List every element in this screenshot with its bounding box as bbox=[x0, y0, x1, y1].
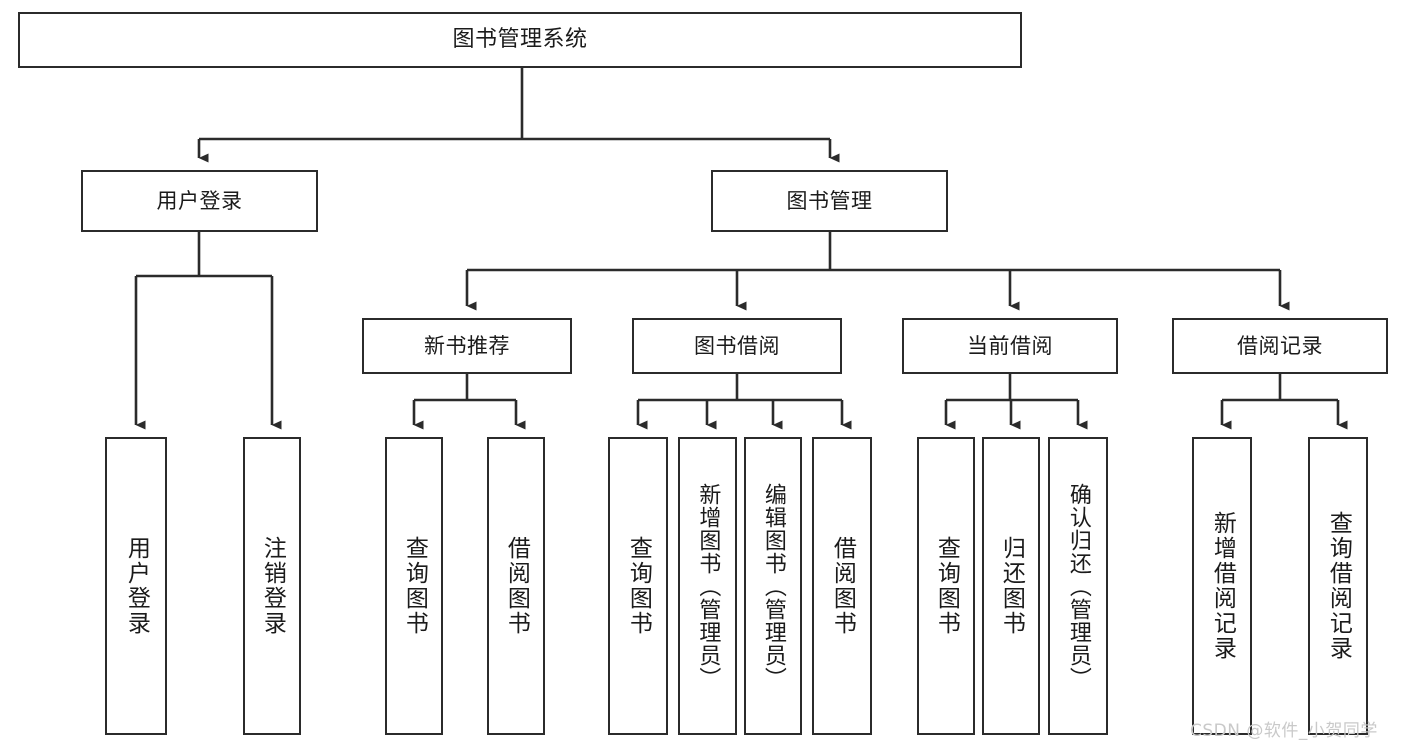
leaf-add-borrow-record[interactable]: 新增借阅记录 bbox=[1192, 437, 1252, 735]
leaf-confirm-return-admin-label: 确认归还（管理员） bbox=[1065, 482, 1091, 690]
node-borrow-record[interactable]: 借阅记录 bbox=[1172, 318, 1388, 374]
leaf-logout-label: 注销登录 bbox=[259, 536, 286, 636]
node-new-book-recommend[interactable]: 新书推荐 bbox=[362, 318, 572, 374]
node-user-login[interactable]: 用户登录 bbox=[81, 170, 318, 232]
leaf-add-book-admin[interactable]: 新增图书（管理员） bbox=[678, 437, 737, 735]
node-new-book-recommend-label: 新书推荐 bbox=[424, 333, 510, 358]
node-user-login-label: 用户登录 bbox=[156, 188, 243, 213]
leaf-return-book[interactable]: 归还图书 bbox=[982, 437, 1040, 735]
leaf-logout[interactable]: 注销登录 bbox=[243, 437, 301, 735]
leaf-add-borrow-record-label: 新增借阅记录 bbox=[1209, 511, 1236, 661]
leaf-query-borrow-record[interactable]: 查询借阅记录 bbox=[1308, 437, 1368, 735]
leaf-borrow-book-new-label: 借阅图书 bbox=[503, 536, 530, 636]
leaf-confirm-return-admin[interactable]: 确认归还（管理员） bbox=[1048, 437, 1108, 735]
node-book-management[interactable]: 图书管理 bbox=[711, 170, 948, 232]
leaf-borrow-book-label: 借阅图书 bbox=[829, 536, 856, 636]
leaf-user-login-label: 用户登录 bbox=[123, 536, 150, 636]
leaf-query-book-current[interactable]: 查询图书 bbox=[917, 437, 975, 735]
node-book-borrow[interactable]: 图书借阅 bbox=[632, 318, 842, 374]
node-current-borrow-label: 当前借阅 bbox=[967, 333, 1053, 358]
node-root[interactable]: 图书管理系统 bbox=[18, 12, 1022, 68]
leaf-query-book-borrow[interactable]: 查询图书 bbox=[608, 437, 668, 735]
leaf-borrow-book[interactable]: 借阅图书 bbox=[812, 437, 872, 735]
leaf-query-book-new[interactable]: 查询图书 bbox=[385, 437, 443, 735]
leaf-user-login[interactable]: 用户登录 bbox=[105, 437, 167, 735]
leaf-borrow-book-new[interactable]: 借阅图书 bbox=[487, 437, 545, 735]
node-current-borrow[interactable]: 当前借阅 bbox=[902, 318, 1118, 374]
leaf-return-book-label: 归还图书 bbox=[998, 536, 1025, 636]
leaf-edit-book-admin-label: 编辑图书（管理员） bbox=[760, 482, 786, 690]
node-borrow-record-label: 借阅记录 bbox=[1237, 333, 1323, 358]
node-root-label: 图书管理系统 bbox=[452, 27, 588, 53]
node-book-management-label: 图书管理 bbox=[786, 188, 873, 213]
leaf-query-book-new-label: 查询图书 bbox=[401, 536, 428, 636]
leaf-query-book-current-label: 查询图书 bbox=[933, 536, 960, 636]
leaf-edit-book-admin[interactable]: 编辑图书（管理员） bbox=[744, 437, 802, 735]
leaf-query-borrow-record-label: 查询借阅记录 bbox=[1325, 511, 1352, 661]
csdn-watermark: CSDN @软件_小贺同学 bbox=[1190, 721, 1378, 741]
node-book-borrow-label: 图书借阅 bbox=[694, 333, 780, 358]
leaf-add-book-admin-label: 新增图书（管理员） bbox=[695, 482, 721, 690]
leaf-query-book-borrow-label: 查询图书 bbox=[625, 536, 652, 636]
